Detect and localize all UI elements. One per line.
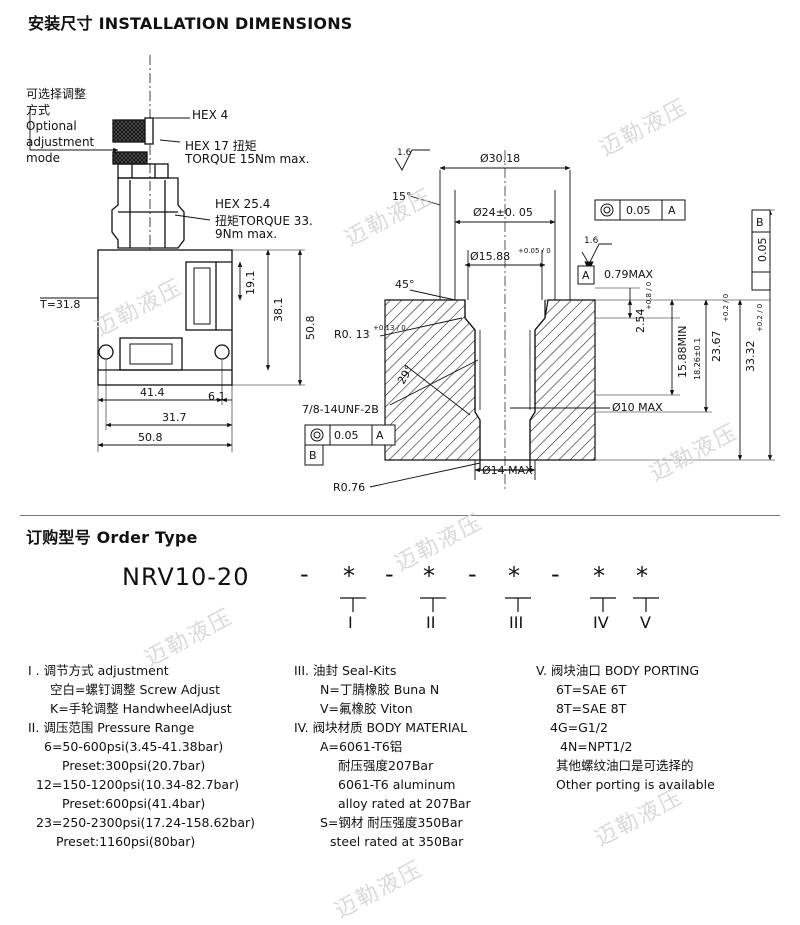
roughness-1: 1.6 <box>397 148 412 158</box>
dim-d10-max: Ø10 MAX <box>612 401 663 414</box>
roman-iii: III <box>509 613 524 632</box>
hex17-label: HEX 17 扭矩 <box>185 139 257 153</box>
star-iv: * <box>593 562 605 590</box>
model-code: NRV10-20 <box>122 563 250 591</box>
dim-d14-max: Ø14 MAX <box>482 464 533 477</box>
hex17-torque: TORQUE 15Nm max. <box>185 152 310 166</box>
cavity-section <box>384 299 596 471</box>
dim-19-1: 19.1 <box>244 270 257 296</box>
roman-ii: II <box>426 613 436 632</box>
tol-perp-value: 0.05 <box>756 237 769 263</box>
hex4-label: HEX 4 <box>192 108 229 122</box>
separator-dash: - <box>551 560 560 588</box>
options-col-seal-material: III. 油封 Seal-Kits N=丁腈橡胶 Buna N V=氟橡胶 Vi… <box>294 663 471 849</box>
page-title: 安装尺寸 INSTALLATION DIMENSIONS <box>28 14 353 33</box>
dim-d24: Ø24±0. 05 <box>473 206 533 219</box>
angle-45: 45° <box>395 278 415 291</box>
roughness-2: 1.6 <box>584 236 599 246</box>
tol-conc-value: 0.05 <box>334 429 359 442</box>
valve-left-view <box>97 55 233 386</box>
order-underlines <box>340 597 659 612</box>
section-divider <box>20 515 780 516</box>
dim-23-67-tol: +0.2 / 0 <box>722 293 730 322</box>
optional-mode-label: 可选择调整 方式 Optional adjustment mode <box>26 87 95 165</box>
datum-b-left: B <box>309 449 317 462</box>
handwheel-knurl <box>112 119 148 143</box>
dim-d15-88-tol: +0.05 / 0 <box>518 247 551 255</box>
separator-dash: - <box>468 560 477 588</box>
separator-dash: - <box>300 560 309 588</box>
dim-079-max: 0.79MAX <box>604 268 654 281</box>
dim-r0-13-tol: +0.13 / 0 <box>373 324 406 332</box>
dim-31-7: 31.7 <box>162 411 187 424</box>
hex25-label: HEX 25.4 <box>215 197 271 211</box>
star-v: * <box>636 562 648 590</box>
dim-r0-76: R0.76 <box>333 481 366 494</box>
hex25-torque-cont: 9Nm max. <box>215 227 278 241</box>
thread-label: 7/8-14UNF-2B <box>302 403 379 416</box>
dim-33-32: 33.32 <box>744 340 757 373</box>
hex25-torque: 扭矩TORQUE 33. <box>215 214 313 228</box>
tol-flatness-datum: A <box>668 204 676 217</box>
dim-d30-18: Ø30.18 <box>480 152 521 165</box>
star-ii: * <box>423 562 435 590</box>
dim-15-88-min: 15.88MIN <box>676 325 689 378</box>
datum-b-right: B <box>756 216 764 229</box>
roman-i: I <box>348 613 353 632</box>
roman-v: V <box>640 613 651 632</box>
star-i: * <box>343 562 355 590</box>
separator-dash: - <box>385 560 394 588</box>
star-iii: * <box>508 562 520 590</box>
dim-d15-88: Ø15.88 <box>470 250 511 263</box>
t-label: T=31.8 <box>40 298 81 311</box>
options-col-body-porting: V. 阀块油口 BODY PORTING 6T=SAE 6T 8T=SAE 8T… <box>536 663 715 792</box>
tol-conc-datum: A <box>376 429 384 442</box>
dim-18-26: 18.26±0.1 <box>693 337 702 380</box>
dim-38-1: 38.1 <box>272 297 285 323</box>
datum-a-label: A <box>582 269 590 282</box>
dim-33-32-tol: +0.2 / 0 <box>756 303 764 332</box>
dim-r0-13: R0. 13 <box>334 328 370 341</box>
roman-iv: IV <box>593 613 609 632</box>
angle-15: 15° <box>392 190 412 203</box>
order-type-title: 订购型号 Order Type <box>26 528 198 547</box>
dim-50-8-vertical: 50.8 <box>304 315 317 341</box>
tol-flatness-value: 0.05 <box>626 204 651 217</box>
dim-50-8-horizontal: 50.8 <box>138 431 163 444</box>
options-col-adjustment-pressure: I . 调节方式 adjustment 空白=螺钉调整 Screw Adjust… <box>28 663 256 849</box>
drawing-canvas <box>29 55 775 612</box>
dim-6-1: 6.1 <box>208 390 226 403</box>
dim-23-67: 23.67 <box>710 330 723 363</box>
dim-2-54-tol: +0.8 / 0 <box>645 281 653 310</box>
dim-41-4: 41.4 <box>140 386 165 399</box>
dim-2-54: 2.54 <box>634 308 647 334</box>
